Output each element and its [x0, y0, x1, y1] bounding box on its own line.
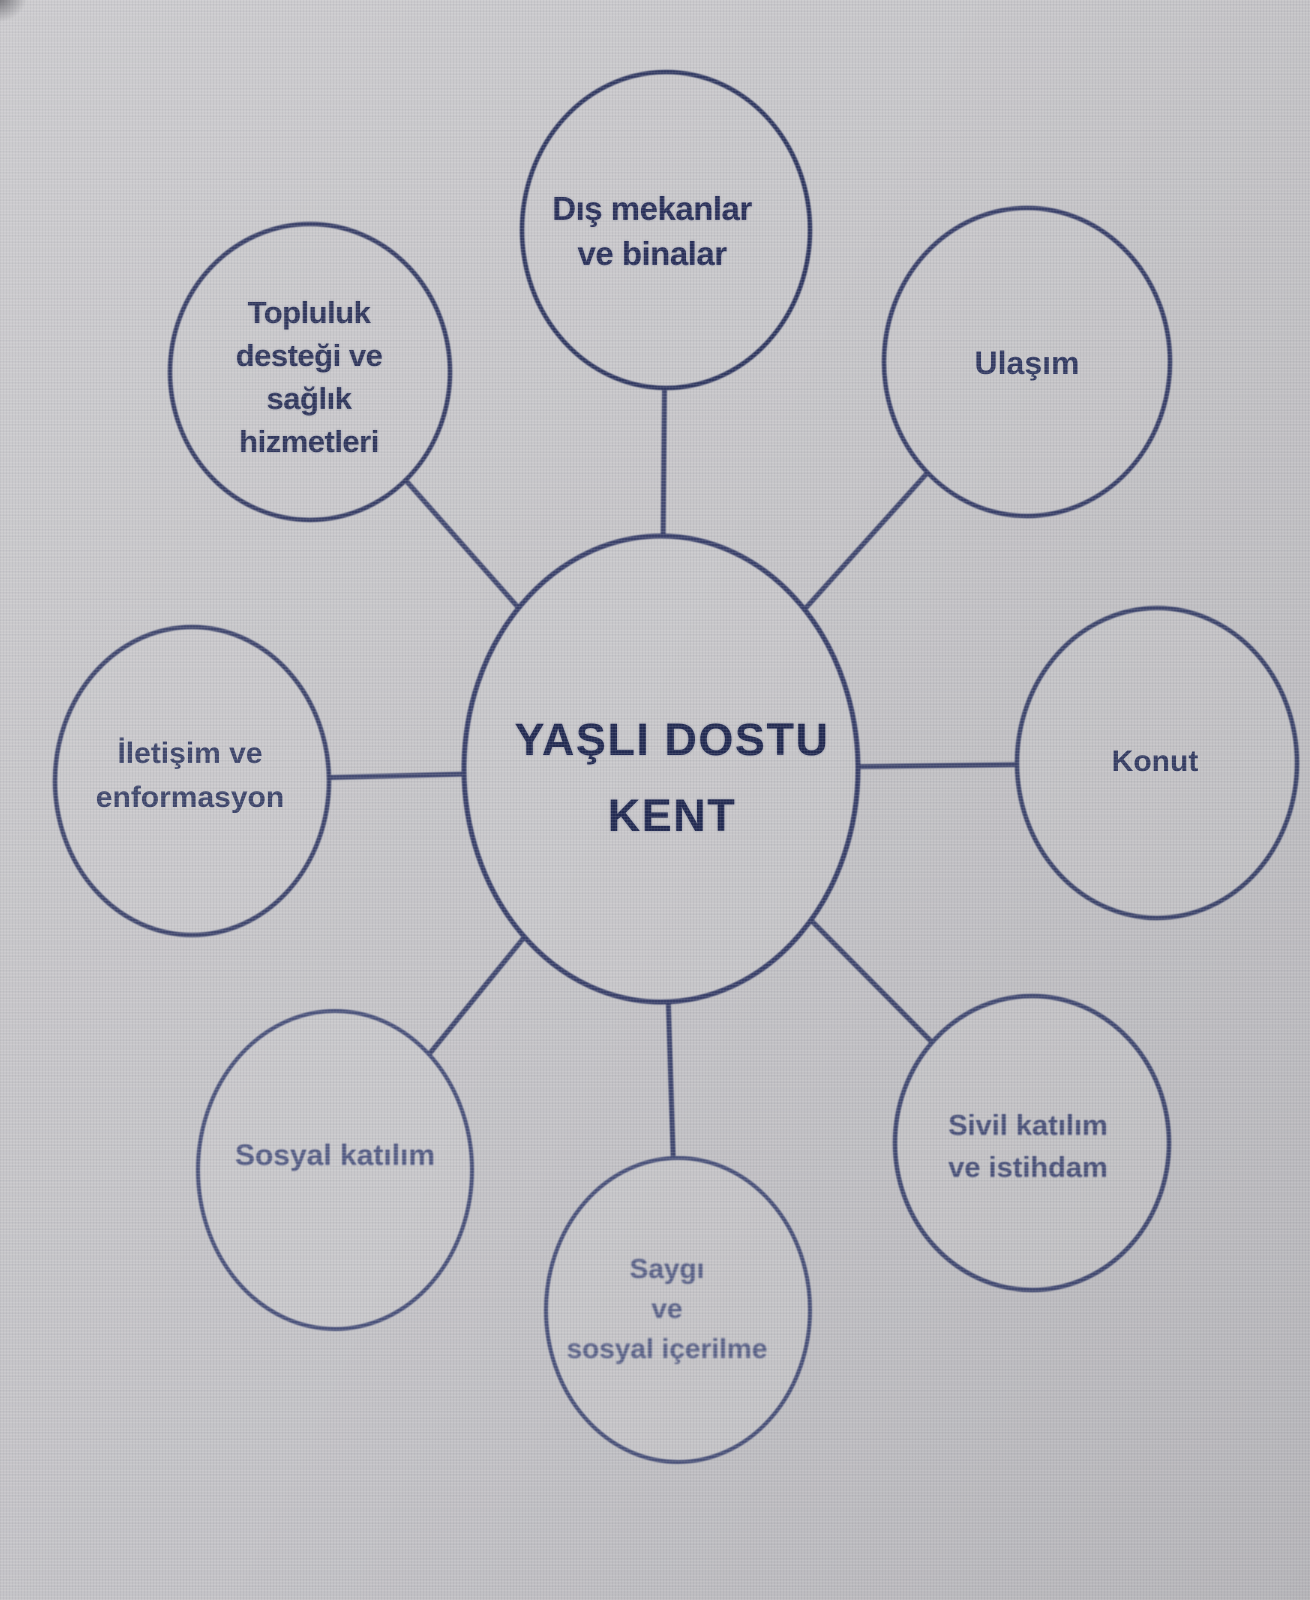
node-label-civic-participation: Sivil katılım ve istihdam	[948, 1110, 1108, 1184]
node-label-community-support: Topluluk desteği ve sağlık hizmetleri	[235, 295, 383, 459]
node-label-communication: İletişim ve enformasyon	[95, 737, 285, 814]
node-label-social-participation: Sosyal katılım	[234, 1139, 436, 1172]
node-label-respect-inclusion: Saygı ve sosyal içerilme	[566, 1253, 768, 1364]
node-label-outdoor-spaces: Dış mekanlar ve binalar	[552, 190, 752, 272]
node-label-housing: Konut	[1111, 745, 1199, 778]
node-label-transportation: Ulaşım	[974, 345, 1080, 381]
hub-label: YAŞLI DOSTU KENT	[514, 714, 830, 841]
